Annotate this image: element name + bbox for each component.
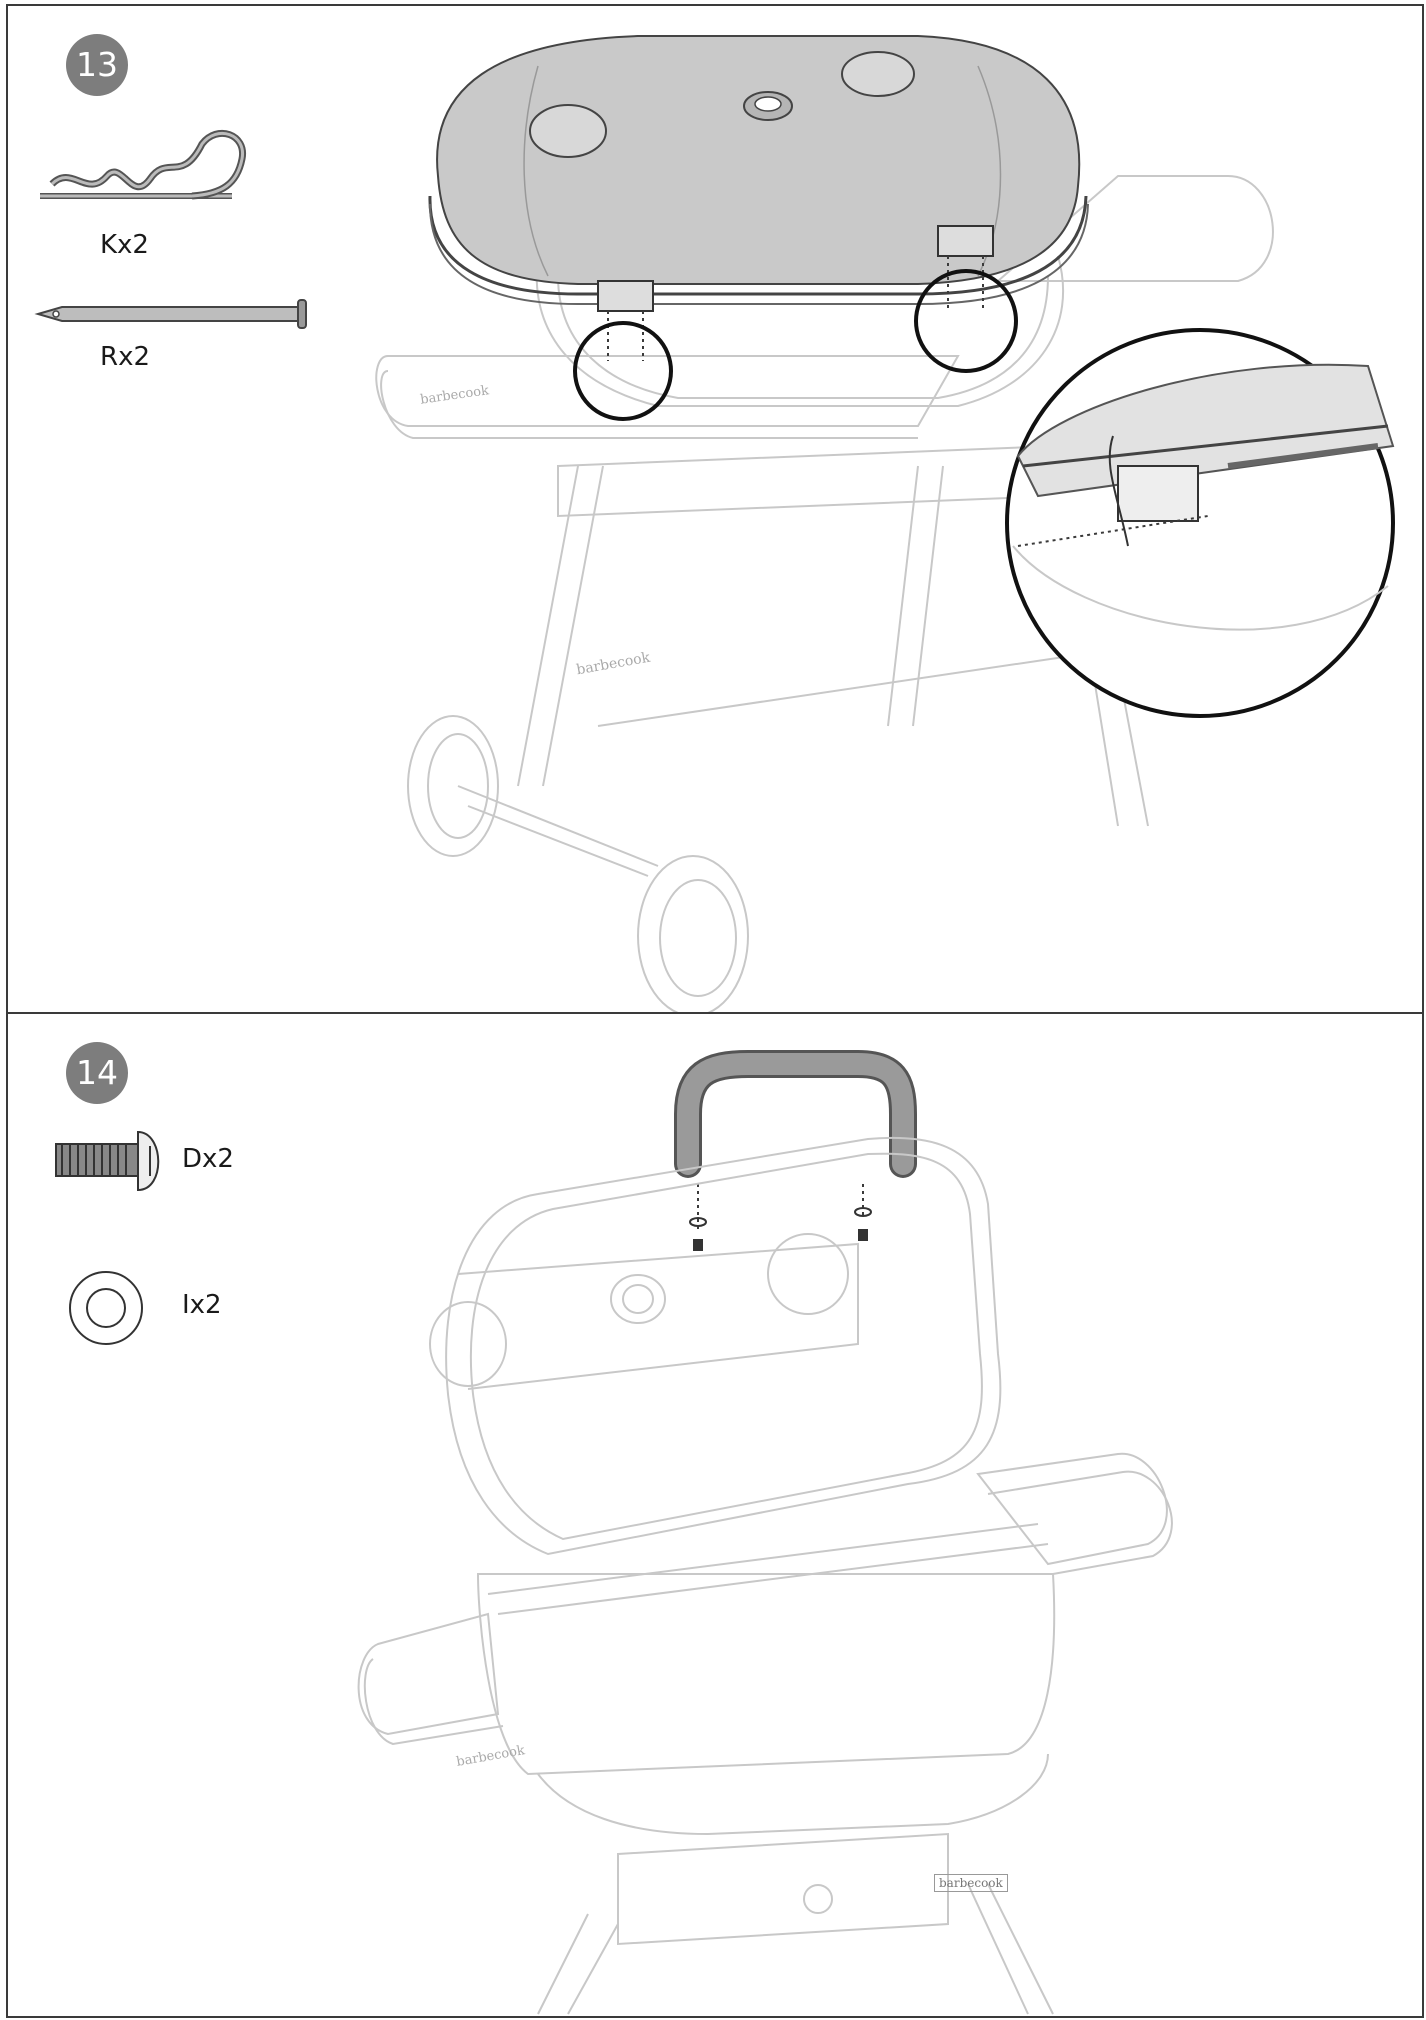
- step-number-badge: 14: [66, 1042, 128, 1104]
- part-label-r: Rx2: [100, 342, 150, 372]
- part-label-k: Kx2: [100, 230, 149, 260]
- brand-mark: barbecook: [934, 1874, 1008, 1892]
- grill-lid-attach-illustration: [375, 35, 1395, 1017]
- bolt-icon: [55, 1130, 160, 1192]
- step-14-panel: 14 Dx2 Ix2: [6, 1012, 1424, 2018]
- r-clip-icon: [40, 129, 246, 200]
- part-label-i: Ix2: [182, 1290, 222, 1320]
- step-13-panel: 13 Kx2 Rx2: [6, 4, 1424, 1017]
- washer-icon: [69, 1271, 143, 1345]
- step-number-badge: 13: [66, 34, 128, 96]
- part-label-d: Dx2: [182, 1144, 234, 1174]
- grill-handle-attach-illustration: [357, 1050, 1173, 2015]
- hinge-pin-icon: [34, 299, 307, 329]
